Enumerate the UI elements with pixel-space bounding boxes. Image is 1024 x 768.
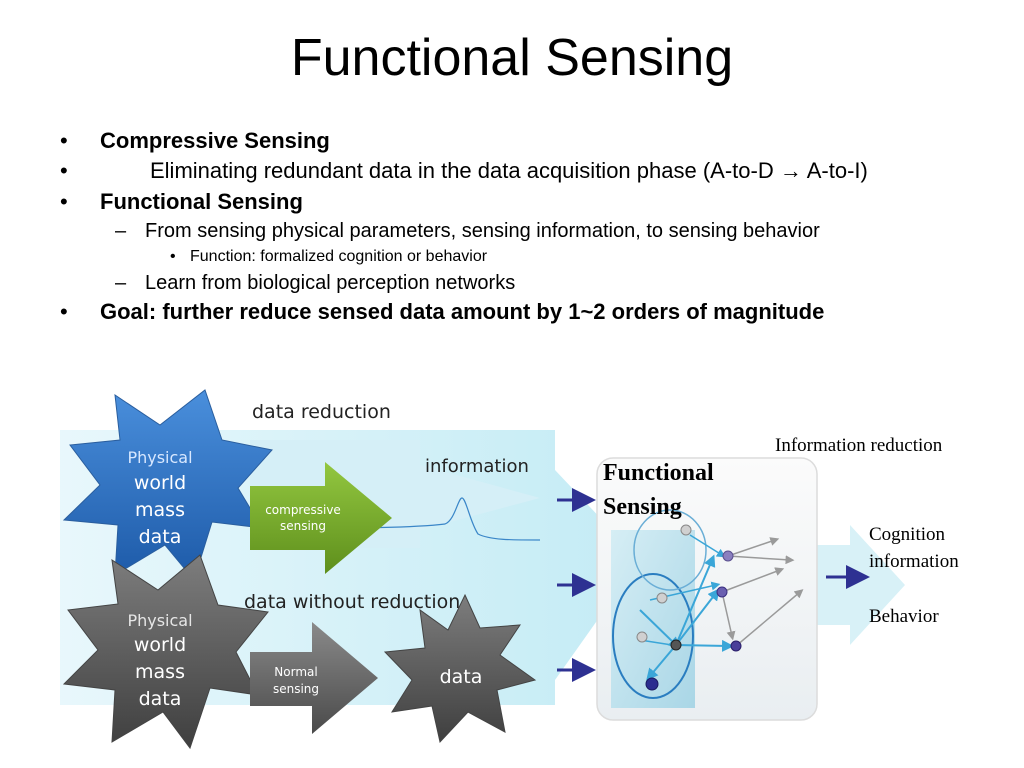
bullet-item: • Functional Sensing — [60, 189, 303, 215]
bullet-text: Learn from biological perception network… — [145, 272, 516, 294]
signal-curve — [329, 497, 541, 541]
cognition-label-2: information — [869, 551, 959, 572]
bullet-text: Function: formalized cognition or behavi… — [190, 248, 488, 265]
data-reduction-label: data reduction — [252, 401, 391, 423]
compressive-label-2: sensing — [280, 519, 326, 533]
data-star-label: data — [440, 666, 483, 688]
slide-title: Functional Sensing — [290, 29, 734, 87]
normal-sensing-arrow — [250, 622, 378, 734]
sub-bullet-item: – From sensing physical parameters, sens… — [115, 220, 820, 243]
bullet-mark: – — [115, 272, 127, 294]
behavior-label: Behavior — [869, 606, 939, 627]
normal-sensing-label-1: Normal — [274, 665, 317, 679]
data-without-reduction-label: data without reduction — [244, 591, 460, 613]
top-star-line-2: world — [134, 472, 186, 494]
cell-outline — [612, 573, 694, 699]
data-star — [383, 593, 537, 744]
sub-sub-bullet-item: • Function: formalized cognition or beha… — [170, 248, 487, 266]
bullet-text: Goal: further reduce sensed data amount … — [100, 299, 825, 324]
functional-sensing-label-1: Functional — [603, 460, 714, 486]
physical-world-star-bottom — [62, 554, 269, 750]
bullet-mark: – — [115, 220, 127, 242]
bullet-mark: • — [170, 248, 176, 265]
bullet-mark: • — [60, 128, 68, 153]
top-star-line-1: Physical — [127, 448, 192, 467]
top-star-line-3: mass — [135, 499, 185, 521]
bullet-item: • Goal: further reduce sensed data amoun… — [60, 299, 824, 325]
normal-sensing-label-2: sensing — [273, 682, 319, 696]
bottom-star-line-4: data — [139, 688, 182, 710]
compressive-label-1: compressive — [265, 503, 341, 517]
bullet-text: Functional Sensing — [100, 189, 303, 214]
information-label: information — [425, 456, 529, 477]
bullet-item: • Compressive Sensing — [60, 128, 330, 154]
bullet-mark: • — [60, 299, 68, 324]
functional-sensing-label-2: Sensing — [603, 494, 682, 520]
neural-network — [636, 524, 804, 691]
bullet-text: Compressive Sensing — [100, 128, 330, 153]
information-reduction-label: Information reduction — [775, 435, 943, 456]
bottom-star-line-3: mass — [135, 661, 185, 683]
bullet-text: From sensing physical parameters, sensin… — [145, 220, 820, 242]
bullet-mark: • — [60, 189, 68, 214]
cell-outline-top — [633, 509, 707, 591]
bottom-star-line-1: Physical — [127, 611, 192, 630]
compressive-sensing-arrow — [250, 462, 392, 574]
sub-bullet-item: – Learn from biological perception netwo… — [115, 272, 515, 295]
bullet-item: • Eliminating redundant data in the data… — [60, 158, 868, 184]
cognition-label-1: Cognition — [869, 524, 946, 545]
bullet-text: Eliminating redundant data in the data a… — [150, 158, 868, 183]
top-star-line-4: data — [139, 526, 182, 548]
bullet-mark: • — [60, 158, 68, 183]
bottom-star-line-2: world — [134, 634, 186, 656]
